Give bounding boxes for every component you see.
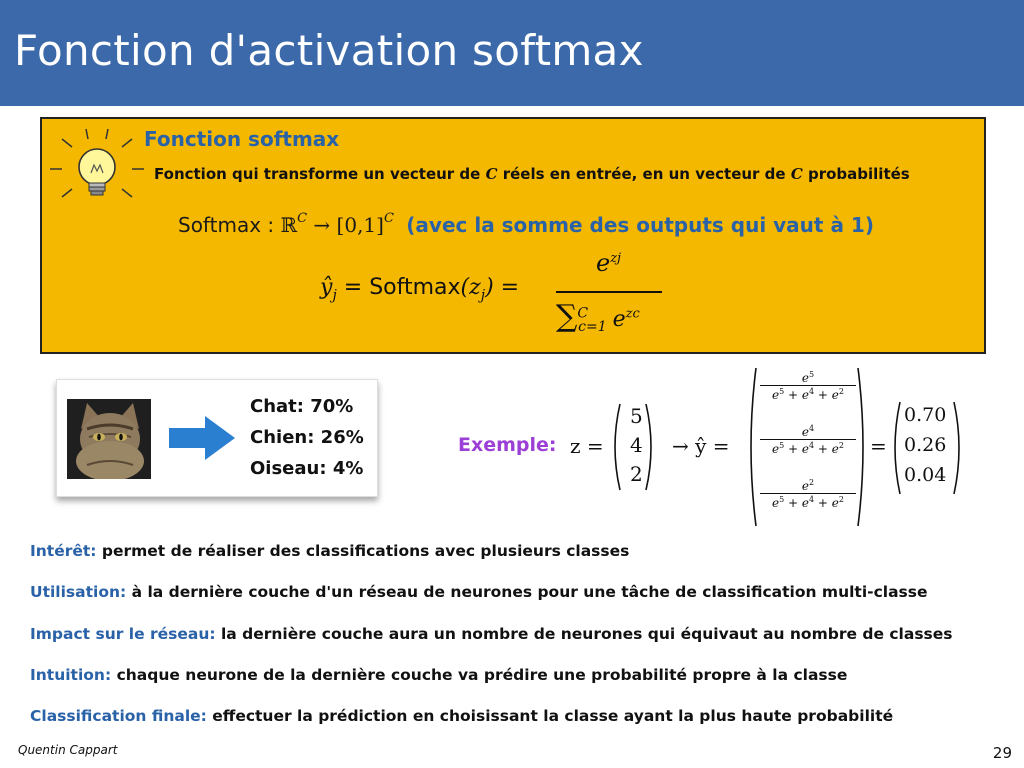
page-number: 29 [992, 744, 1012, 762]
result-vector: 0.70 0.26 0.04 [890, 400, 964, 496]
arrow-right-icon [169, 416, 235, 460]
title-bar: Fonction d'activation softmax [0, 0, 1024, 106]
example-label: Exemple: [458, 434, 557, 456]
bullet-utilisation: Utilisation: à la dernière couche d'un r… [30, 583, 928, 601]
yhat-vector: e5 e5 + e4 + e2 e4 e5 + e4 + e2 e2 e5 + … [748, 366, 866, 528]
fraction-1: e5 e5 + e4 + e2 [760, 370, 856, 402]
definition-title: Fonction softmax [144, 127, 340, 151]
fraction-2: e4 e5 + e4 + e2 [760, 424, 856, 456]
softmax-signature: Softmax : ℝC → [0,1]C (avec la somme des… [178, 211, 874, 237]
bullet-impact: Impact sur le réseau: la dernière couche… [30, 625, 953, 643]
example-z-prefix: z = [570, 434, 604, 458]
footer-author: Quentin Cappart [18, 743, 118, 757]
example-section: Exemple: z = 5 4 2 → ŷ = e5 e5 + e4 + e2… [458, 364, 978, 530]
slide-title: Fonction d'activation softmax [14, 26, 644, 75]
result-chat: Chat: 70% [250, 396, 354, 417]
example-equals: = [870, 434, 887, 458]
fraction-3: e2 e5 + e4 + e2 [760, 478, 856, 510]
bullet-intuition: Intuition: chaque neurone de la dernière… [30, 666, 848, 684]
z-vector: 5 4 2 [608, 402, 658, 492]
bullet-classification: Classification finale: effectuer la préd… [30, 707, 894, 725]
cat-image [67, 399, 151, 479]
result-chien: Chien: 26% [250, 427, 364, 448]
example-yhat: → ŷ = [672, 434, 730, 458]
definition-description: Fonction qui transforme un vecteur de C … [154, 165, 910, 183]
bullet-interet: Intérêt: permet de réaliser des classifi… [30, 542, 630, 560]
softmax-sum-note: (avec la somme des outputs qui vaut à 1) [406, 213, 874, 237]
lightbulb-icon [50, 128, 144, 198]
result-oiseau: Oiseau: 4% [250, 458, 364, 479]
classification-card: Chat: 70% Chien: 26% Oiseau: 4% [56, 379, 378, 497]
definition-box: Fonction softmax Fonction qui transforme… [40, 117, 986, 354]
